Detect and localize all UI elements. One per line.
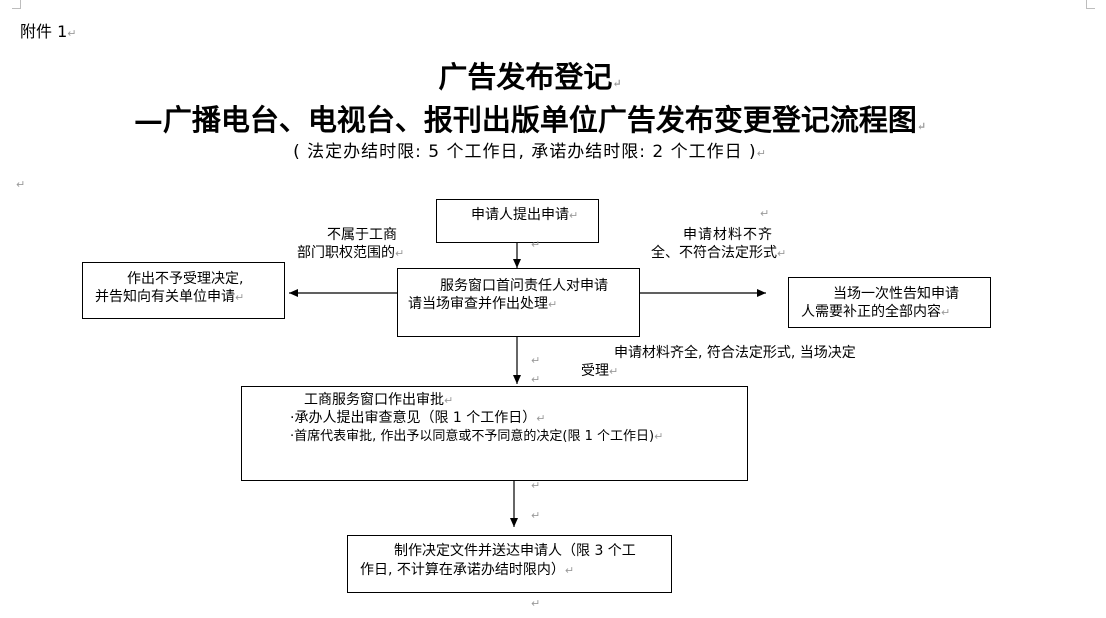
paragraph-mark: ↵ <box>531 373 541 386</box>
deliver-box: 制作决定文件并送达申请人（限 3 个工 作日, 不计算在承诺办结时限内）↵ <box>347 535 672 593</box>
page-corner-mark <box>12 0 21 9</box>
paragraph-mark: ↵ <box>531 354 541 367</box>
label-not-in-scope-line1: 不属于工商 <box>327 227 397 243</box>
page-subtitle: —广播电台、电视台、报刊出版单位广告发布变更登记流程图↵ <box>133 103 927 137</box>
start-box: 申请人提出申请↵ <box>436 199 599 243</box>
paragraph-mark: ↵ <box>760 207 770 220</box>
label-accepted-line1: 申请材料齐全, 符合法定形式, 当场决定 <box>614 345 856 361</box>
label-not-in-scope-line2: 部门职权范围的↵ <box>297 245 405 261</box>
paragraph-mark: ↵ <box>16 178 26 191</box>
notify-box: 当场一次性告知申请 人需要补正的全部内容↵ <box>788 277 991 328</box>
window-review-box: 服务窗口首问责任人对申请 请当场审查并作出处理↵ <box>397 268 640 337</box>
time-limit-note: ( 法定办结时限: 5 个工作日, 承诺办结时限: 2 个工作日 )↵ <box>293 142 767 162</box>
paragraph-mark: ↵ <box>531 597 541 610</box>
attachment-label: 附件 1↵ <box>20 22 77 41</box>
label-accepted-line2: 受理↵ <box>581 363 619 379</box>
paragraph-mark: ↵ <box>531 509 541 522</box>
page-title: 广告发布登记↵ <box>438 60 622 94</box>
approval-box: 工商服务窗口作出审批↵ ·承办人提出审查意见（限 1 个工作日）↵ ·首席代表审… <box>241 386 748 481</box>
paragraph-mark: ↵ <box>531 238 541 251</box>
label-incomplete-line1: 申请材料不齐 <box>683 227 773 243</box>
reject-box: 作出不予受理决定, 并告知向有关单位申请↵ <box>82 262 285 319</box>
paragraph-mark: ↵ <box>531 479 541 492</box>
page-corner-mark <box>1086 0 1095 9</box>
label-incomplete-line2: 全、不符合法定形式↵ <box>651 245 787 261</box>
